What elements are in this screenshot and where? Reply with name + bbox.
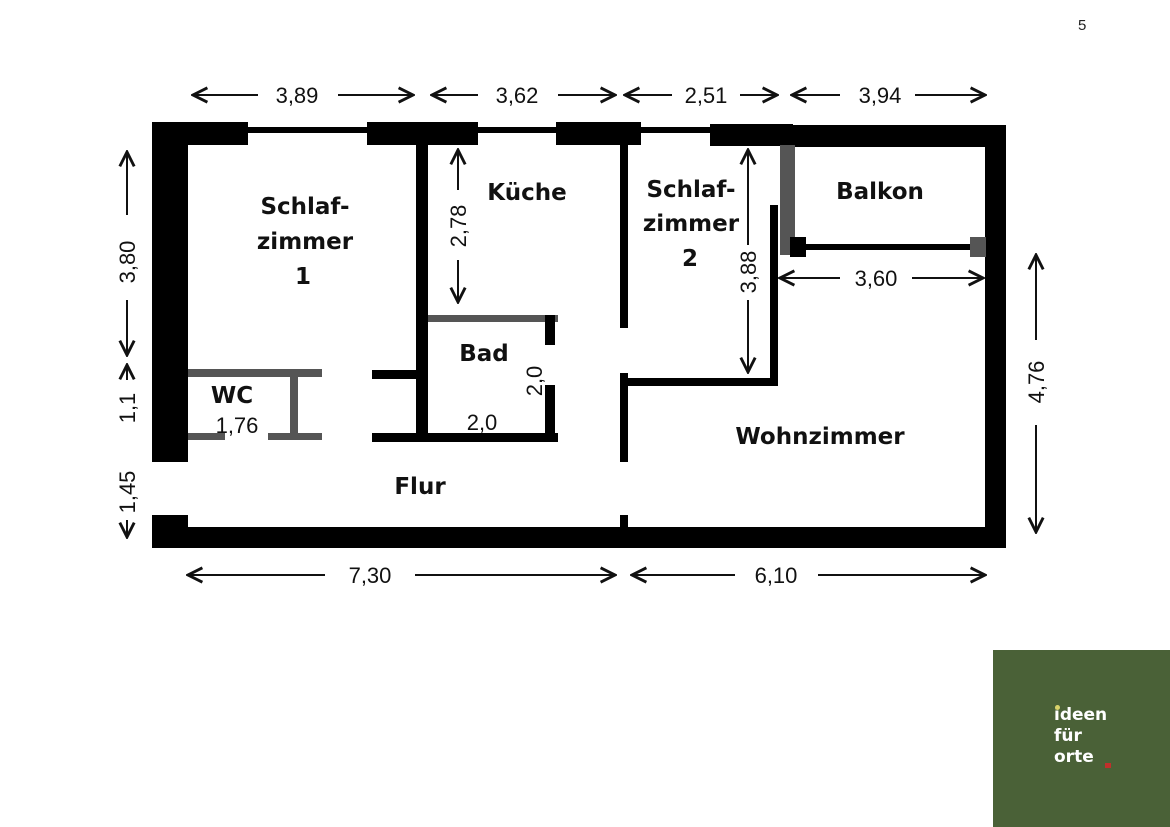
- room-schlafzimmer2-line1: Schlaf-: [646, 177, 735, 203]
- logo-line-2: für: [1054, 726, 1082, 746]
- room-labels: Schlaf- zimmer 1 Küche Schlaf- zimmer 2 …: [211, 177, 924, 500]
- logo-yellow-dot: [1055, 705, 1060, 710]
- dim-bottom-1: 7,30: [349, 563, 392, 588]
- dim-bad-width: 2,0: [467, 410, 498, 435]
- dimension-lines: [127, 95, 1036, 575]
- page-number: 5: [1078, 17, 1087, 34]
- room-balkon: Balkon: [836, 179, 924, 205]
- room-bad: Bad: [459, 341, 509, 367]
- room-schlafzimmer1-line3: 1: [295, 264, 311, 290]
- dim-top-3: 2,51: [685, 83, 728, 108]
- ideen-fuer-orte-logo: ideen für orte: [993, 650, 1170, 827]
- room-schlafzimmer1-line1: Schlaf-: [260, 194, 349, 220]
- dim-kueche: 2,78: [446, 205, 471, 248]
- dim-top-1: 3,89: [276, 83, 319, 108]
- logo-line-1: ideen: [1054, 705, 1108, 725]
- dim-left-2: 1,1: [115, 393, 140, 424]
- dim-top-4: 3,94: [859, 83, 902, 108]
- dim-bad-height: 2,0: [522, 366, 547, 397]
- dim-top-2: 3,62: [496, 83, 539, 108]
- room-flur: Flur: [394, 474, 446, 500]
- dimension-labels: 3,89 3,62 2,51 3,94 7,30 6,10 3,80 1,1 1…: [115, 83, 1049, 588]
- dim-balkon: 3,60: [855, 266, 898, 291]
- logo-line-3: orte: [1054, 747, 1094, 767]
- logo-red-dot: [1105, 763, 1111, 768]
- dim-schlafzimmer2: 3,88: [736, 251, 761, 294]
- dim-left-1: 3,80: [115, 241, 140, 284]
- room-wc: WC: [211, 383, 253, 409]
- room-kueche: Küche: [487, 180, 566, 206]
- dim-bottom-2: 6,10: [755, 563, 798, 588]
- dim-right: 4,76: [1024, 361, 1049, 404]
- room-wohnzimmer: Wohnzimmer: [735, 424, 905, 450]
- walls: [152, 122, 1006, 548]
- room-schlafzimmer1-line2: zimmer: [257, 229, 354, 255]
- room-schlafzimmer2-line3: 2: [682, 246, 698, 272]
- dim-left-3: 1,45: [115, 471, 140, 514]
- room-schlafzimmer2-line2: zimmer: [643, 211, 740, 237]
- dim-wc: 1,76: [216, 413, 259, 438]
